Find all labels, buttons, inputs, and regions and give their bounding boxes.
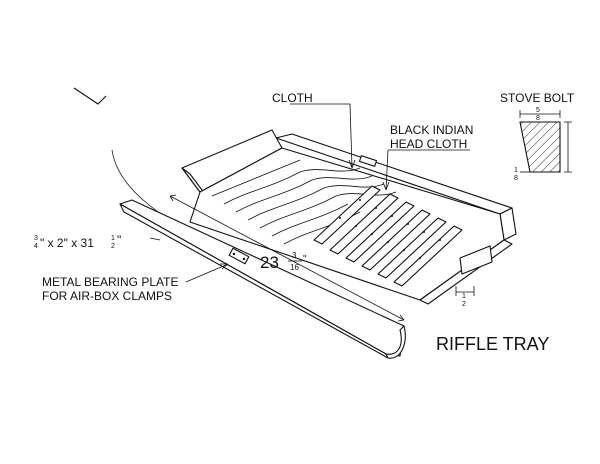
length-den: 16 bbox=[290, 263, 299, 272]
lumber-leader bbox=[149, 237, 161, 241]
cloth-wave-2 bbox=[235, 175, 373, 213]
end-den: 2 bbox=[462, 301, 466, 308]
stove-top-den: 8 bbox=[536, 115, 540, 122]
cloth-edge bbox=[211, 159, 301, 197]
black-cloth-label-line1: BLACK INDIAN bbox=[390, 123, 473, 137]
metal-plate-label-line1: METAL BEARING PLATE bbox=[42, 275, 178, 289]
cloth-wave-5 bbox=[271, 203, 349, 237]
back-metal-plate bbox=[358, 155, 378, 167]
drawing-title: RIFFLE TRAY bbox=[436, 334, 549, 354]
black-cloth-label-line2: HEAD CLOTH bbox=[390, 137, 467, 151]
cloth-wave-3 bbox=[247, 183, 385, 221]
riffle-holes bbox=[339, 199, 441, 259]
riffle-bars bbox=[313, 185, 463, 287]
length-arrow-left bbox=[169, 194, 177, 202]
stove-left-den: 8 bbox=[514, 175, 518, 182]
lumber-dimension: " x 2" x 31 bbox=[40, 236, 94, 250]
length-whole: 23 bbox=[260, 253, 279, 272]
cloth-wave-4 bbox=[259, 191, 397, 229]
metal-plate-leader bbox=[185, 263, 229, 283]
metal-plate-label-line2: FOR AIR-BOX CLAMPS bbox=[42, 289, 172, 303]
bolt-cross-section bbox=[519, 121, 561, 173]
length-arrow-right bbox=[397, 314, 405, 322]
lumber-b-den: 2 bbox=[111, 243, 115, 250]
lumber-a-den: 4 bbox=[34, 243, 38, 250]
stove-bolt-label: STOVE BOLT bbox=[500, 91, 575, 105]
stove-left-num: 1 bbox=[514, 167, 518, 174]
lumber-end: " bbox=[117, 233, 121, 247]
end-num: 1 bbox=[462, 293, 466, 300]
length-num: 3 bbox=[292, 251, 297, 260]
stove-top-num: 5 bbox=[536, 107, 540, 114]
length-dimension-line bbox=[169, 195, 405, 321]
cloth-label: CLOTH bbox=[272, 91, 313, 105]
cloth-leader bbox=[290, 103, 353, 169]
lumber-a-num: 3 bbox=[34, 235, 38, 242]
black-cloth-leader bbox=[385, 149, 389, 191]
cropped-corner-mark bbox=[73, 87, 107, 105]
cloth-wave-1 bbox=[223, 167, 361, 205]
stove-bolt-detail bbox=[519, 110, 572, 173]
end-tab bbox=[459, 245, 493, 275]
rail-end-round bbox=[385, 325, 406, 359]
lumber-b-num: 1 bbox=[111, 235, 115, 242]
end-dimension-line bbox=[455, 286, 475, 296]
length-unit: " bbox=[303, 254, 307, 265]
